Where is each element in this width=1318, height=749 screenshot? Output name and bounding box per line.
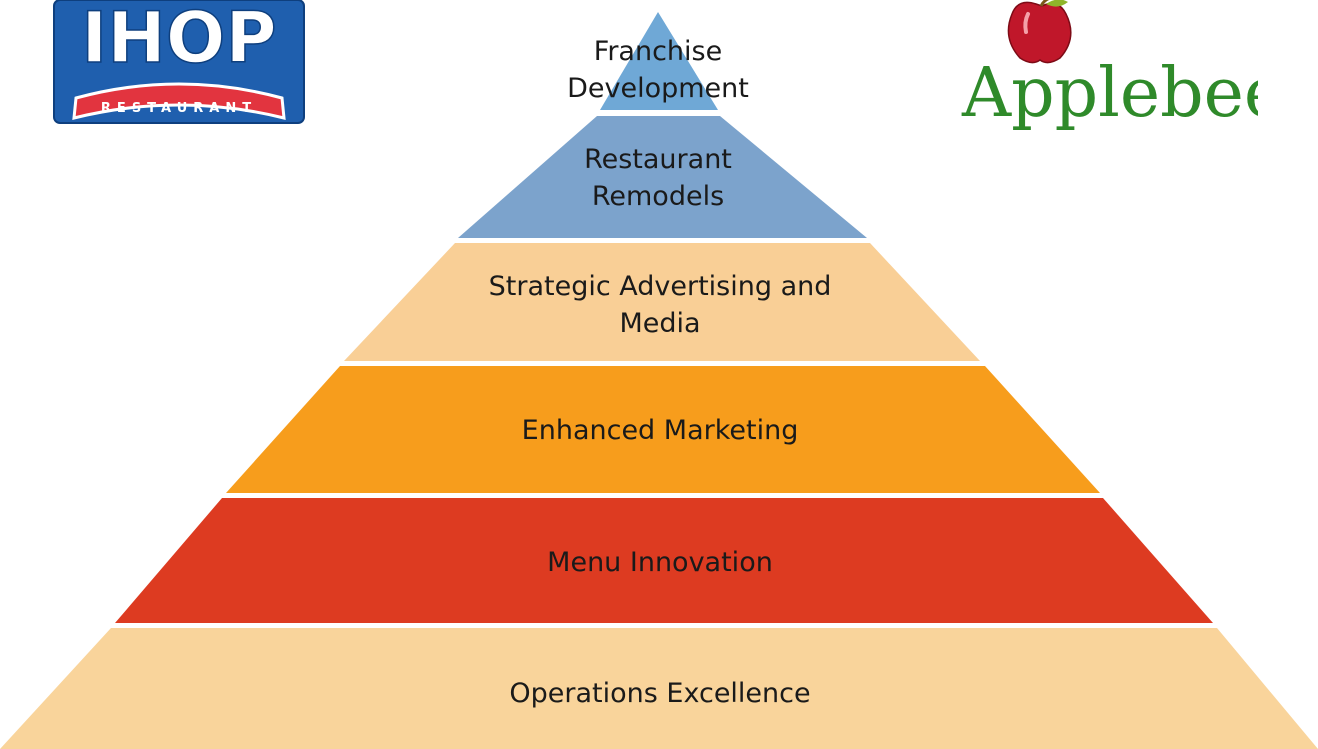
ihop-tagline-text: RESTAURANT	[101, 101, 257, 116]
tier-menu-innovation	[115, 498, 1213, 623]
tier-label-operations-excellence: Operations Excellence	[509, 678, 811, 709]
apple-icon	[1007, 0, 1072, 64]
applebees-logo: Applebee's	[961, 0, 1258, 133]
tier-label-strategic-advertising: Strategic Advertising and Media	[488, 271, 832, 339]
tier-restaurant-remodels	[458, 116, 867, 238]
ihop-brand-text: IHOP	[81, 0, 276, 79]
tier-strategic-advertising	[344, 243, 980, 361]
tier-franchise-development	[600, 12, 718, 110]
ihop-logo: IHOP RESTAURANT	[53, 0, 305, 124]
tier-operations-excellence	[0, 628, 1318, 749]
applebees-brand-text: Applebee's	[961, 54, 1258, 133]
tier-label-restaurant-remodels: Restaurant Remodels	[584, 144, 732, 212]
tier-enhanced-marketing	[226, 366, 1100, 493]
tier-label-enhanced-marketing: Enhanced Marketing	[521, 415, 799, 446]
tier-label-franchise-development: Franchise Development	[567, 36, 749, 104]
tier-label-menu-innovation: Menu Innovation	[547, 547, 773, 578]
